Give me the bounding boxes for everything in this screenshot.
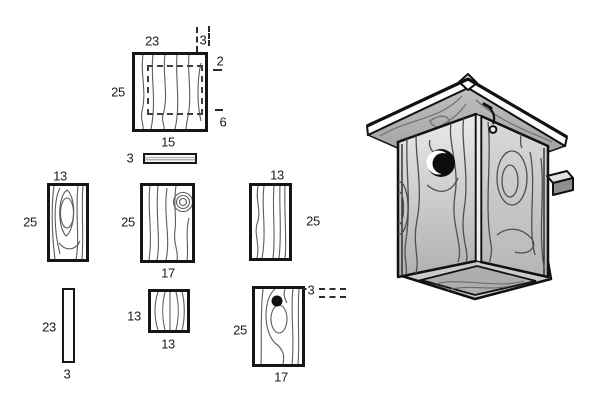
dim-tick <box>196 27 198 52</box>
wood-grain <box>487 119 545 269</box>
screw-eye-hanger <box>482 102 498 134</box>
floor-panel-drawing <box>148 289 190 333</box>
dim-roof-bottom-offset: 6 <box>218 114 228 130</box>
dim-floor-depth: 13 <box>160 336 176 352</box>
perch-peg <box>546 170 574 196</box>
entrance-hole-mark <box>271 295 283 307</box>
dim-tick <box>208 26 210 46</box>
dim-roof-edge: 3 <box>198 32 208 48</box>
dim-tick <box>215 109 223 111</box>
dim-back-height: 25 <box>120 214 136 230</box>
wood-grain <box>260 289 300 364</box>
dim-strip-length: 23 <box>41 319 57 335</box>
roof-panel-drawing <box>132 52 208 132</box>
dim-strip-thickness: 3 <box>62 366 72 382</box>
wood-grain <box>148 186 192 260</box>
dim-batten-thickness: 3 <box>125 150 135 166</box>
roof-ridge-outline <box>366 77 568 139</box>
dim-batten-length: 15 <box>160 134 176 150</box>
wall-outline-dashed <box>147 65 203 115</box>
dim-roof-width: 23 <box>144 33 160 49</box>
side-panel-b-drawing <box>249 183 292 261</box>
dim-roof-top-offset: 2 <box>215 53 225 69</box>
dim-side-a-width: 13 <box>52 168 68 184</box>
back-panel-drawing <box>140 183 195 263</box>
wood-grain <box>140 55 202 129</box>
wood-grain <box>154 292 185 330</box>
birdhouse-illustration <box>366 73 574 301</box>
dim-side-a-height: 25 <box>22 214 38 230</box>
wood-grain <box>51 186 84 259</box>
side-panel-a-drawing <box>47 183 89 262</box>
dim-tick <box>213 69 222 71</box>
batten-drawing <box>143 153 197 164</box>
dim-side-b-width: 13 <box>269 167 285 183</box>
dim-side-b-height: 25 <box>305 213 321 229</box>
dim-tick <box>303 288 309 290</box>
dim-roof-height: 25 <box>110 84 126 100</box>
strip-drawing <box>62 288 75 363</box>
dim-hole-offset: 3 <box>306 282 316 298</box>
side-wall <box>479 114 550 279</box>
dim-back-width: 17 <box>160 265 176 281</box>
front-panel-drawing <box>252 286 305 367</box>
corner-edge <box>475 113 482 263</box>
dim-tick <box>319 296 346 298</box>
dim-front-height: 25 <box>232 322 248 338</box>
dim-front-width: 17 <box>273 369 289 385</box>
wood-grain <box>255 186 287 258</box>
dim-floor-width: 13 <box>126 308 142 324</box>
entrance-hole <box>426 149 455 177</box>
dim-tick <box>319 288 346 290</box>
